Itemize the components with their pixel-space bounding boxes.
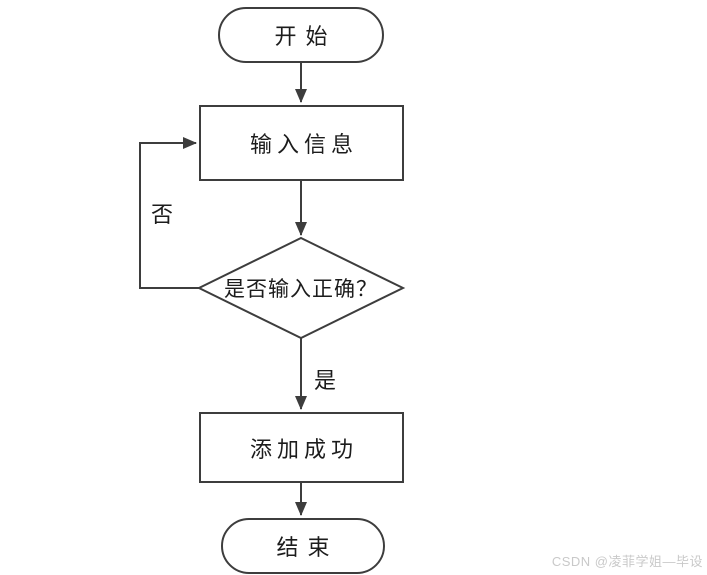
input-node: 输入信息 — [199, 105, 404, 181]
edge-label-yes: 是 — [314, 368, 337, 393]
success-node-label: 添加成功 — [249, 436, 358, 462]
connector-no-loop — [139, 137, 200, 289]
decision-node-label: 是否输入正确？ — [224, 277, 378, 301]
end-node: 结束 — [221, 518, 385, 574]
success-node: 添加成功 — [199, 412, 404, 483]
edge-label-no: 否 — [151, 202, 174, 227]
start-node-label: 开始 — [274, 24, 337, 49]
end-node-label: 结束 — [276, 535, 339, 560]
watermark: CSDN @凌菲学姐—毕设 — [551, 554, 703, 569]
decision-diamond — [196, 236, 406, 340]
input-node-label: 输入信息 — [249, 132, 358, 157]
start-node: 开始 — [218, 7, 384, 63]
